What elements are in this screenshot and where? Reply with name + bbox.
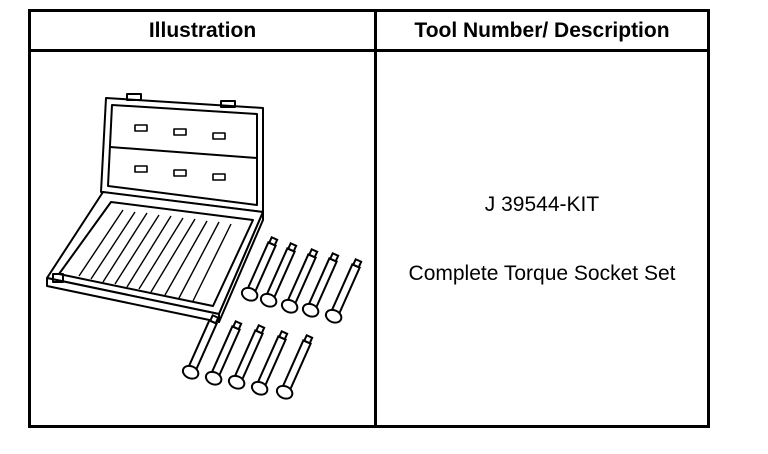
- header-illustration: Illustration: [31, 12, 374, 52]
- tool-description-cell: J 39544-KIT Complete Torque Socket Set: [377, 52, 707, 425]
- illustration-cell: [31, 52, 374, 425]
- torque-socket-set-case-illustration: [46, 93, 363, 400]
- header-tool-number-description: Tool Number/ Description: [377, 12, 707, 52]
- column-divider: [374, 12, 377, 425]
- tool-table: Illustration Tool Number/ Description: [28, 9, 710, 428]
- tool-number: J 39544-KIT: [484, 193, 600, 216]
- tool-description: Complete Torque Socket Set: [408, 262, 676, 285]
